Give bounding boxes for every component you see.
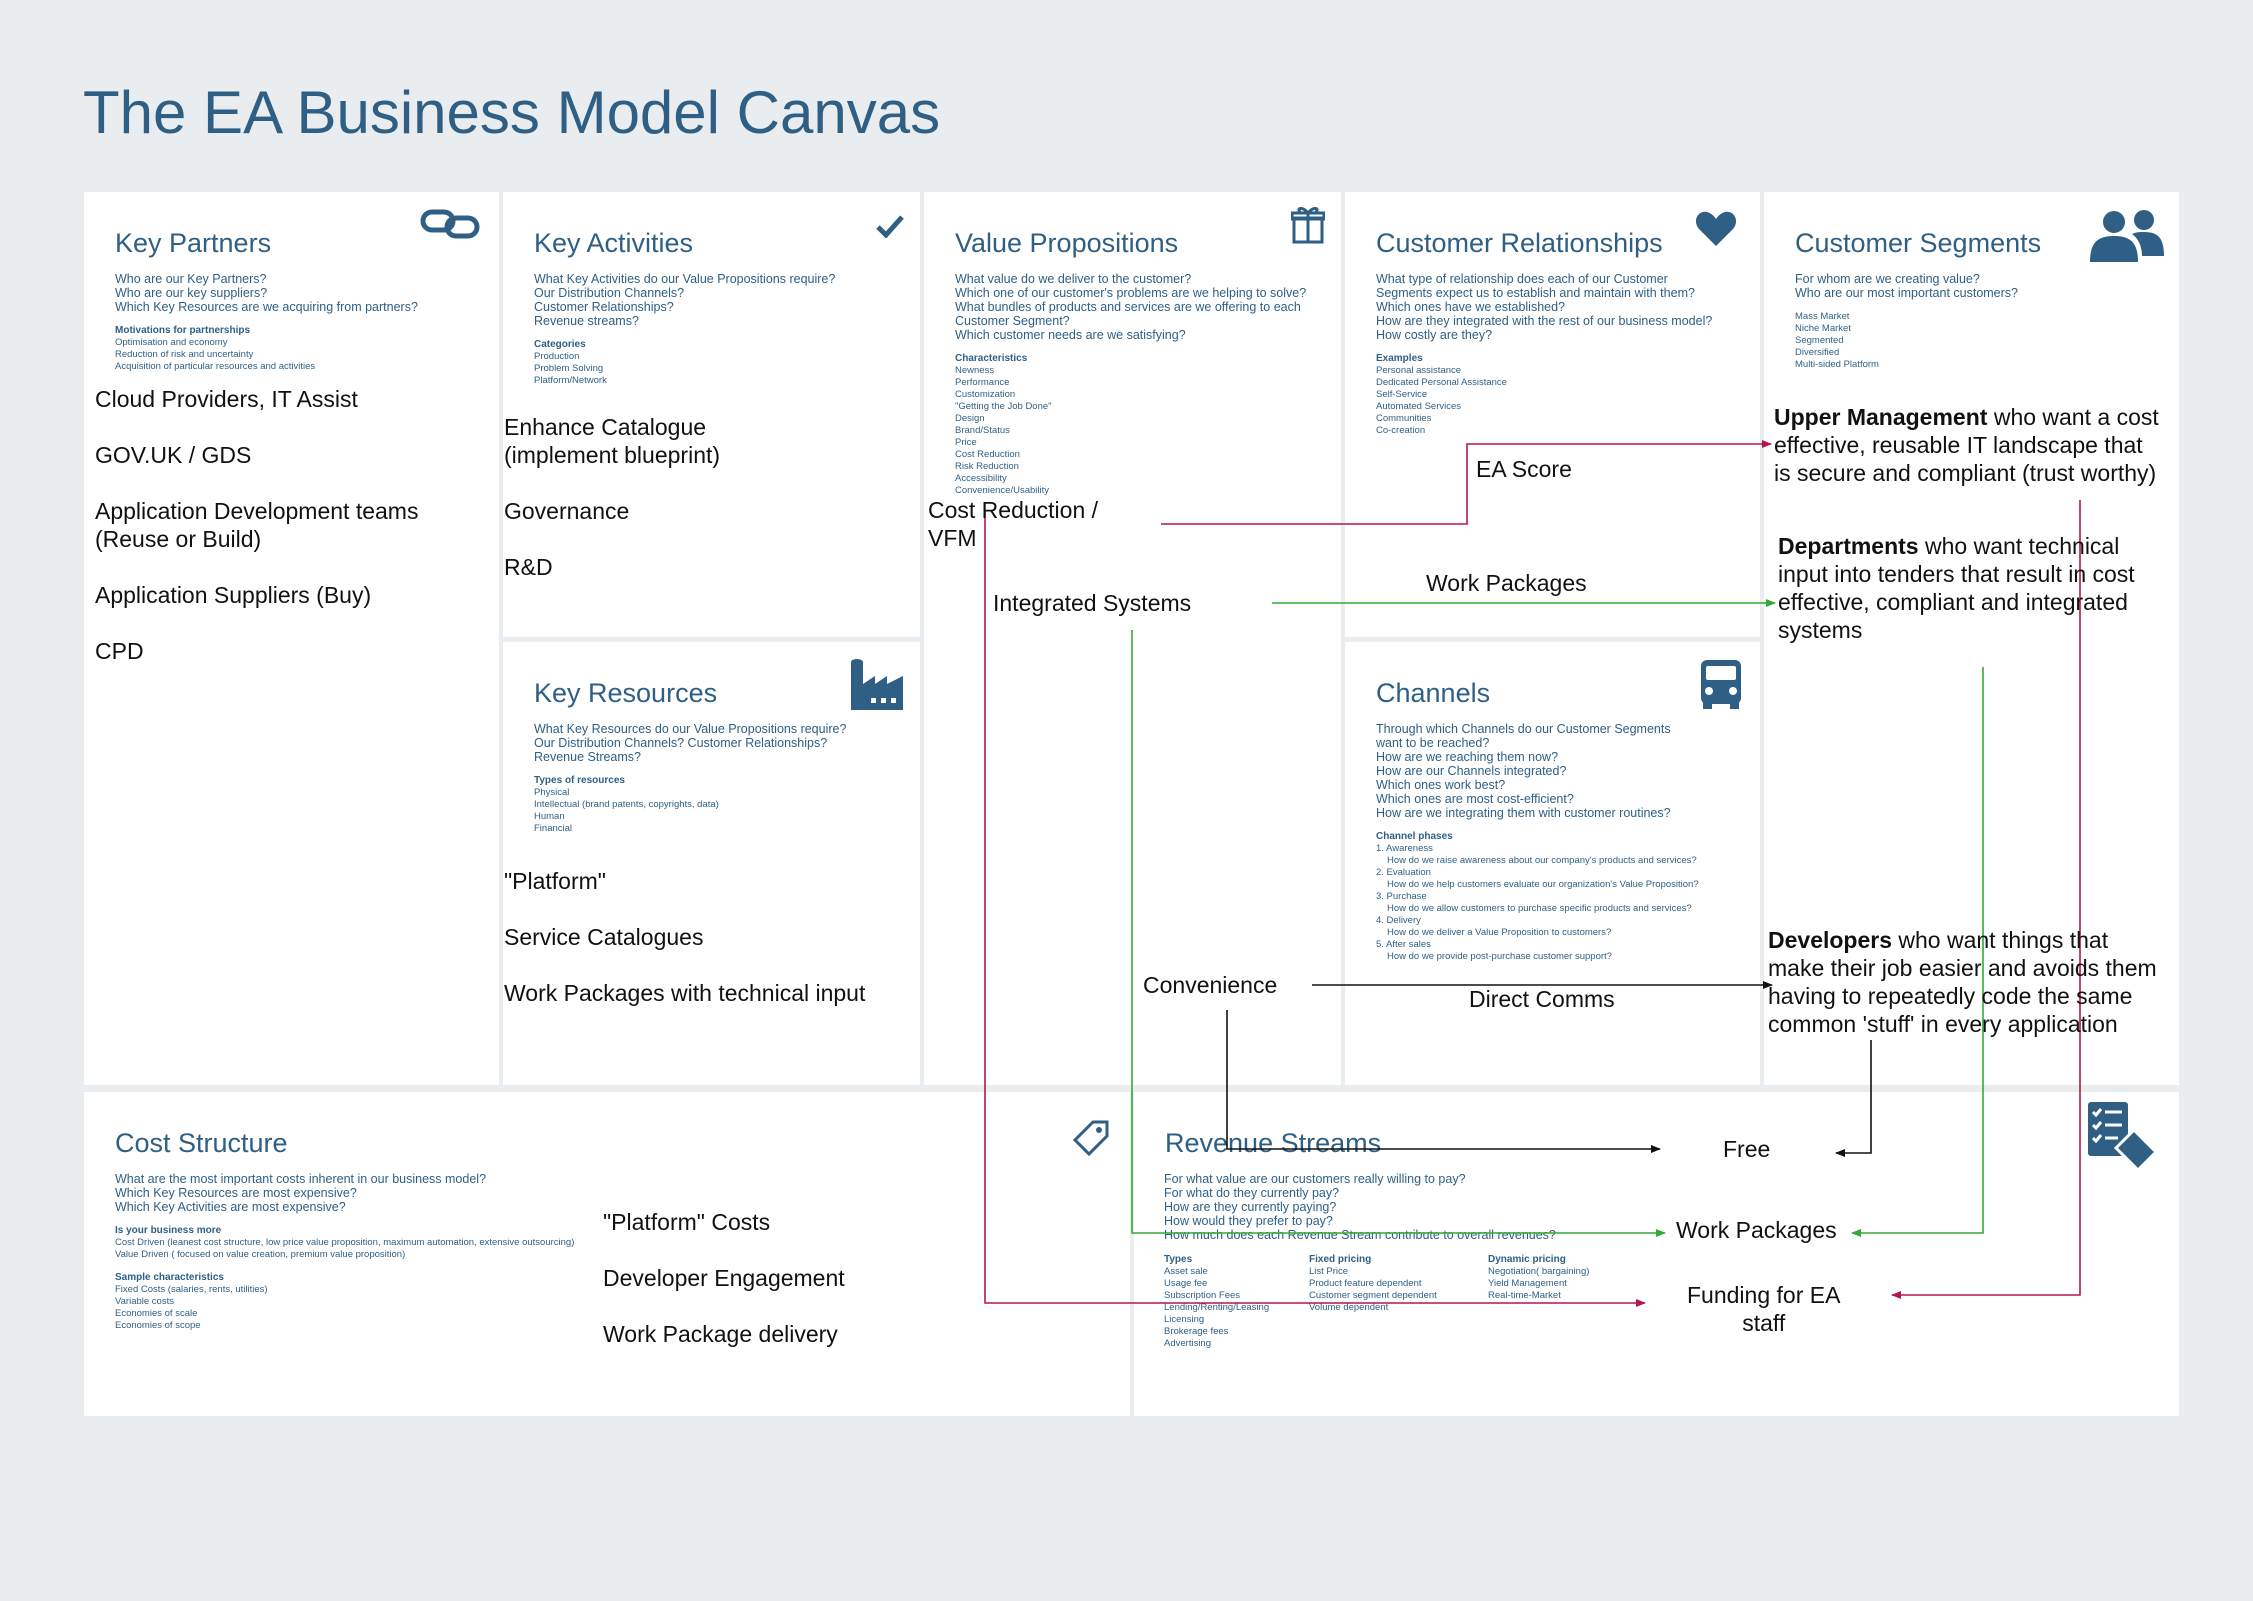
heart-icon bbox=[1695, 211, 1737, 246]
panel-heading: Customer Relationships bbox=[1376, 228, 1663, 258]
note-direct-comms: Direct Comms bbox=[1469, 986, 1615, 1012]
panel-customer-segments: Customer Segments For whom are we creati… bbox=[1764, 192, 2179, 1085]
panel-cost-structure: Cost Structure What are the most importa… bbox=[84, 1092, 1130, 1416]
page-title: The EA Business Model Canvas bbox=[83, 79, 941, 146]
panel-questions: What type of relationship does each of o… bbox=[1376, 272, 1713, 436]
note-integrated-systems: Integrated Systems bbox=[993, 590, 1192, 616]
link-icon bbox=[420, 209, 480, 239]
note-service-catalogues: Service Catalogues bbox=[504, 924, 704, 950]
truck-icon bbox=[1701, 660, 1741, 709]
note-rnd: R&D bbox=[504, 554, 553, 580]
connector-integrated-to-workpackages bbox=[1131, 630, 1666, 1237]
panel-customer-relationships: Customer Relationships What type of rela… bbox=[1345, 192, 1760, 637]
note-app-suppliers: Application Suppliers (Buy) bbox=[95, 582, 372, 608]
panel-key-resources: Key Resources What Key Resources do our … bbox=[503, 642, 920, 1085]
panel-questions: Who are our Key Partners? Who are our ke… bbox=[115, 272, 418, 372]
note-ea-score: EA Score bbox=[1476, 456, 1572, 482]
panel-heading: Key Partners bbox=[115, 228, 272, 258]
note-upper-management: Upper Management who want a cost effecti… bbox=[1774, 404, 2159, 486]
price-list-icon bbox=[2088, 1102, 2158, 1173]
panel-heading: Customer Segments bbox=[1795, 228, 2042, 258]
panel-key-activities: Key Activities What Key Activities do ou… bbox=[503, 192, 920, 637]
tag-icon bbox=[1072, 1120, 1109, 1157]
note-enhance-catalogue-sub: (implement blueprint) bbox=[504, 442, 721, 468]
connector-cost-to-upper bbox=[1161, 440, 1772, 525]
panel-questions: What value do we deliver to the customer… bbox=[955, 272, 1307, 496]
note-cost-reduction-sub: VFM bbox=[928, 525, 977, 551]
note-wp-delivery: Work Package delivery bbox=[603, 1321, 838, 1347]
note-governance: Governance bbox=[504, 498, 630, 524]
connector-departments-to-workpackages bbox=[1851, 667, 1984, 1237]
connector-developers-to-free bbox=[1835, 1040, 1872, 1157]
check-icon bbox=[876, 215, 904, 238]
panel-heading: Cost Structure bbox=[115, 1128, 288, 1158]
people-icon bbox=[2090, 210, 2164, 262]
connector-cost-to-funding bbox=[984, 510, 1646, 1307]
panel-questions: For whom are we creating value? Who are … bbox=[1795, 272, 2018, 370]
pricing-column-fixed: Fixed pricing List Price Product feature… bbox=[1309, 1254, 1437, 1313]
note-app-dev-teams: Application Development teams bbox=[95, 498, 419, 524]
note-platform: "Platform" bbox=[504, 868, 606, 894]
panel-heading: Key Activities bbox=[534, 228, 694, 258]
panel-key-partners: Key Partners Who are our Key Partners? W… bbox=[84, 192, 499, 1085]
note-app-dev-teams-sub: (Reuse or Build) bbox=[95, 526, 262, 552]
note-cpd: CPD bbox=[95, 638, 144, 664]
note-cloud-providers: Cloud Providers, IT Assist bbox=[95, 386, 358, 412]
pricing-column-dynamic: Dynamic pricing Negotiation( bargaining)… bbox=[1488, 1254, 1590, 1301]
panel-questions: What are the most important costs inhere… bbox=[115, 1172, 575, 1331]
panel-heading: Value Propositions bbox=[955, 228, 1179, 258]
note-work-packages-rs: Work Packages bbox=[1676, 1217, 1837, 1243]
note-enhance-catalogue: Enhance Catalogue bbox=[504, 414, 707, 440]
note-cost-reduction: Cost Reduction / bbox=[928, 497, 1099, 523]
pricing-column-types: Types Asset sale Usage fee Subscription … bbox=[1164, 1254, 1270, 1349]
panel-heading: Revenue Streams bbox=[1165, 1128, 1382, 1158]
panel-channels: Channels Through which Channels do our C… bbox=[1345, 642, 1760, 1085]
panel-questions: Through which Channels do our Customer S… bbox=[1376, 722, 1699, 962]
note-funding-ea-staff: Funding for EA staff bbox=[1687, 1282, 1841, 1336]
panel-questions: What Key Resources do our Value Proposit… bbox=[534, 722, 847, 834]
panel-questions: For what value are our customers really … bbox=[1164, 1172, 1556, 1242]
panel-questions: What Key Activities do our Value Proposi… bbox=[534, 272, 836, 386]
connector-upper-to-funding bbox=[1891, 500, 2081, 1299]
note-developers: Developers who want things that make the… bbox=[1768, 927, 2157, 1037]
note-convenience: Convenience bbox=[1143, 972, 1278, 998]
gift-icon bbox=[1291, 206, 1325, 244]
note-free: Free bbox=[1723, 1136, 1771, 1162]
panel-heading: Channels bbox=[1376, 678, 1491, 708]
note-platform-costs: "Platform" Costs bbox=[603, 1209, 771, 1235]
factory-icon bbox=[851, 659, 903, 710]
note-gov-uk: GOV.UK / GDS bbox=[95, 442, 252, 468]
note-wp-technical: Work Packages with technical input bbox=[504, 980, 866, 1006]
panel-heading: Key Resources bbox=[534, 678, 718, 708]
note-work-packages-cr: Work Packages bbox=[1426, 570, 1587, 596]
note-developer-engagement: Developer Engagement bbox=[603, 1265, 845, 1291]
connector-convenience-to-free bbox=[1226, 1010, 1661, 1153]
note-departments: Departments who want technical input int… bbox=[1778, 533, 2135, 643]
